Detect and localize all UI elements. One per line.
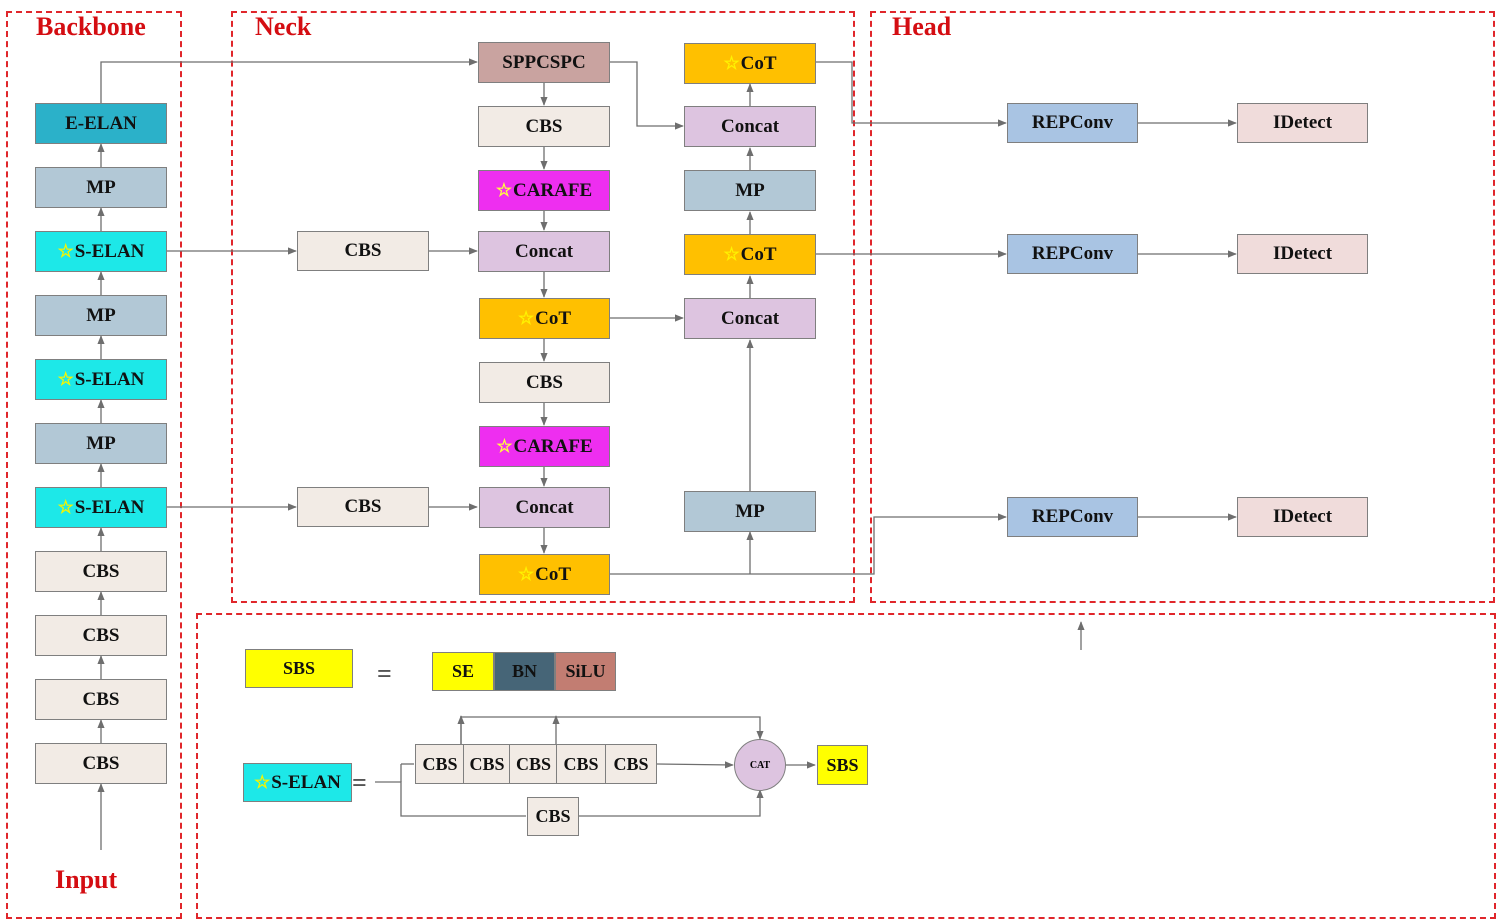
neck-cot-2: ☆CoT: [479, 554, 610, 595]
legend-s-elan: ☆S-ELAN: [243, 763, 352, 802]
head-idetect-1: IDetect: [1237, 103, 1368, 143]
star-icon: ☆: [496, 436, 513, 456]
head-idetect-3: IDetect: [1237, 497, 1368, 537]
neck-sppcspc: SPPCSPC: [478, 42, 610, 83]
backbone-region: [6, 11, 182, 919]
legend-sbs: SBS: [245, 649, 353, 688]
star-icon: ☆: [254, 772, 271, 792]
star-icon: ☆: [517, 308, 535, 328]
backbone-cbs-3: CBS: [35, 679, 167, 720]
backbone-cbs-4: CBS: [35, 743, 167, 784]
legend-cat-node: CAT: [734, 739, 786, 791]
legend-region: [196, 613, 1496, 919]
legend-cbs-3: CBS: [509, 744, 558, 784]
backbone-mp-1: MP: [35, 167, 167, 208]
neck-carafe-1: ☆CARAFE: [478, 170, 610, 211]
neck-concat-1: Concat: [478, 231, 610, 272]
neck-concat-mid: Concat: [684, 298, 816, 339]
neck-concat-2: Concat: [479, 487, 610, 528]
neck-cot-top: ☆CoT: [684, 43, 816, 84]
legend-silu: SiLU: [555, 652, 616, 691]
star-icon: ☆: [57, 241, 74, 261]
backbone-title: Backbone: [36, 12, 146, 41]
neck-mp-bottom: MP: [684, 491, 816, 532]
backbone-s-elan-1: ☆S-ELAN: [35, 231, 167, 272]
head-title: Head: [892, 12, 952, 41]
neck-carafe-2: ☆CARAFE: [479, 426, 610, 467]
neck-cot-mid: ☆CoT: [684, 234, 816, 275]
head-repconv-2: REPConv: [1007, 234, 1138, 274]
legend-sbs-output: SBS: [817, 745, 868, 785]
legend-cbs-2: CBS: [463, 744, 511, 784]
backbone-cbs-2: CBS: [35, 615, 167, 656]
legend-se: SE: [432, 652, 494, 691]
star-icon: ☆: [57, 497, 74, 517]
neck-cbs-lateral-2: CBS: [297, 487, 429, 527]
legend-equals-sbs: =: [377, 659, 392, 688]
backbone-mp-3: MP: [35, 423, 167, 464]
neck-cbs-1: CBS: [478, 106, 610, 147]
neck-mp-top: MP: [684, 170, 816, 211]
legend-cbs-5: CBS: [605, 744, 657, 784]
star-icon: ☆: [57, 369, 74, 389]
neck-concat-top: Concat: [684, 106, 816, 147]
star-icon: ☆: [517, 564, 535, 584]
star-icon: ☆: [723, 244, 740, 264]
neck-title: Neck: [255, 12, 312, 41]
star-icon: ☆: [495, 180, 512, 200]
legend-bn: BN: [494, 652, 555, 691]
legend-cbs-1: CBS: [415, 744, 465, 784]
head-idetect-2: IDetect: [1237, 234, 1368, 274]
head-region: [870, 11, 1495, 603]
neck-cot-1: ☆CoT: [479, 298, 610, 339]
backbone-s-elan-2: ☆S-ELAN: [35, 359, 167, 400]
backbone-cbs-1: CBS: [35, 551, 167, 592]
star-icon: ☆: [723, 53, 740, 73]
neck-cbs-2: CBS: [479, 362, 610, 403]
legend-equals-selan: =: [352, 768, 367, 797]
head-repconv-3: REPConv: [1007, 497, 1138, 537]
head-repconv-1: REPConv: [1007, 103, 1138, 143]
backbone-e-elan: E-ELAN: [35, 103, 167, 144]
legend-cbs-bypass: CBS: [527, 797, 579, 836]
legend-cbs-4: CBS: [556, 744, 606, 784]
input-title: Input: [55, 865, 118, 894]
neck-region: [231, 11, 855, 603]
backbone-s-elan-3: ☆S-ELAN: [35, 487, 167, 528]
backbone-mp-2: MP: [35, 295, 167, 336]
neck-cbs-lateral-1: CBS: [297, 231, 429, 271]
